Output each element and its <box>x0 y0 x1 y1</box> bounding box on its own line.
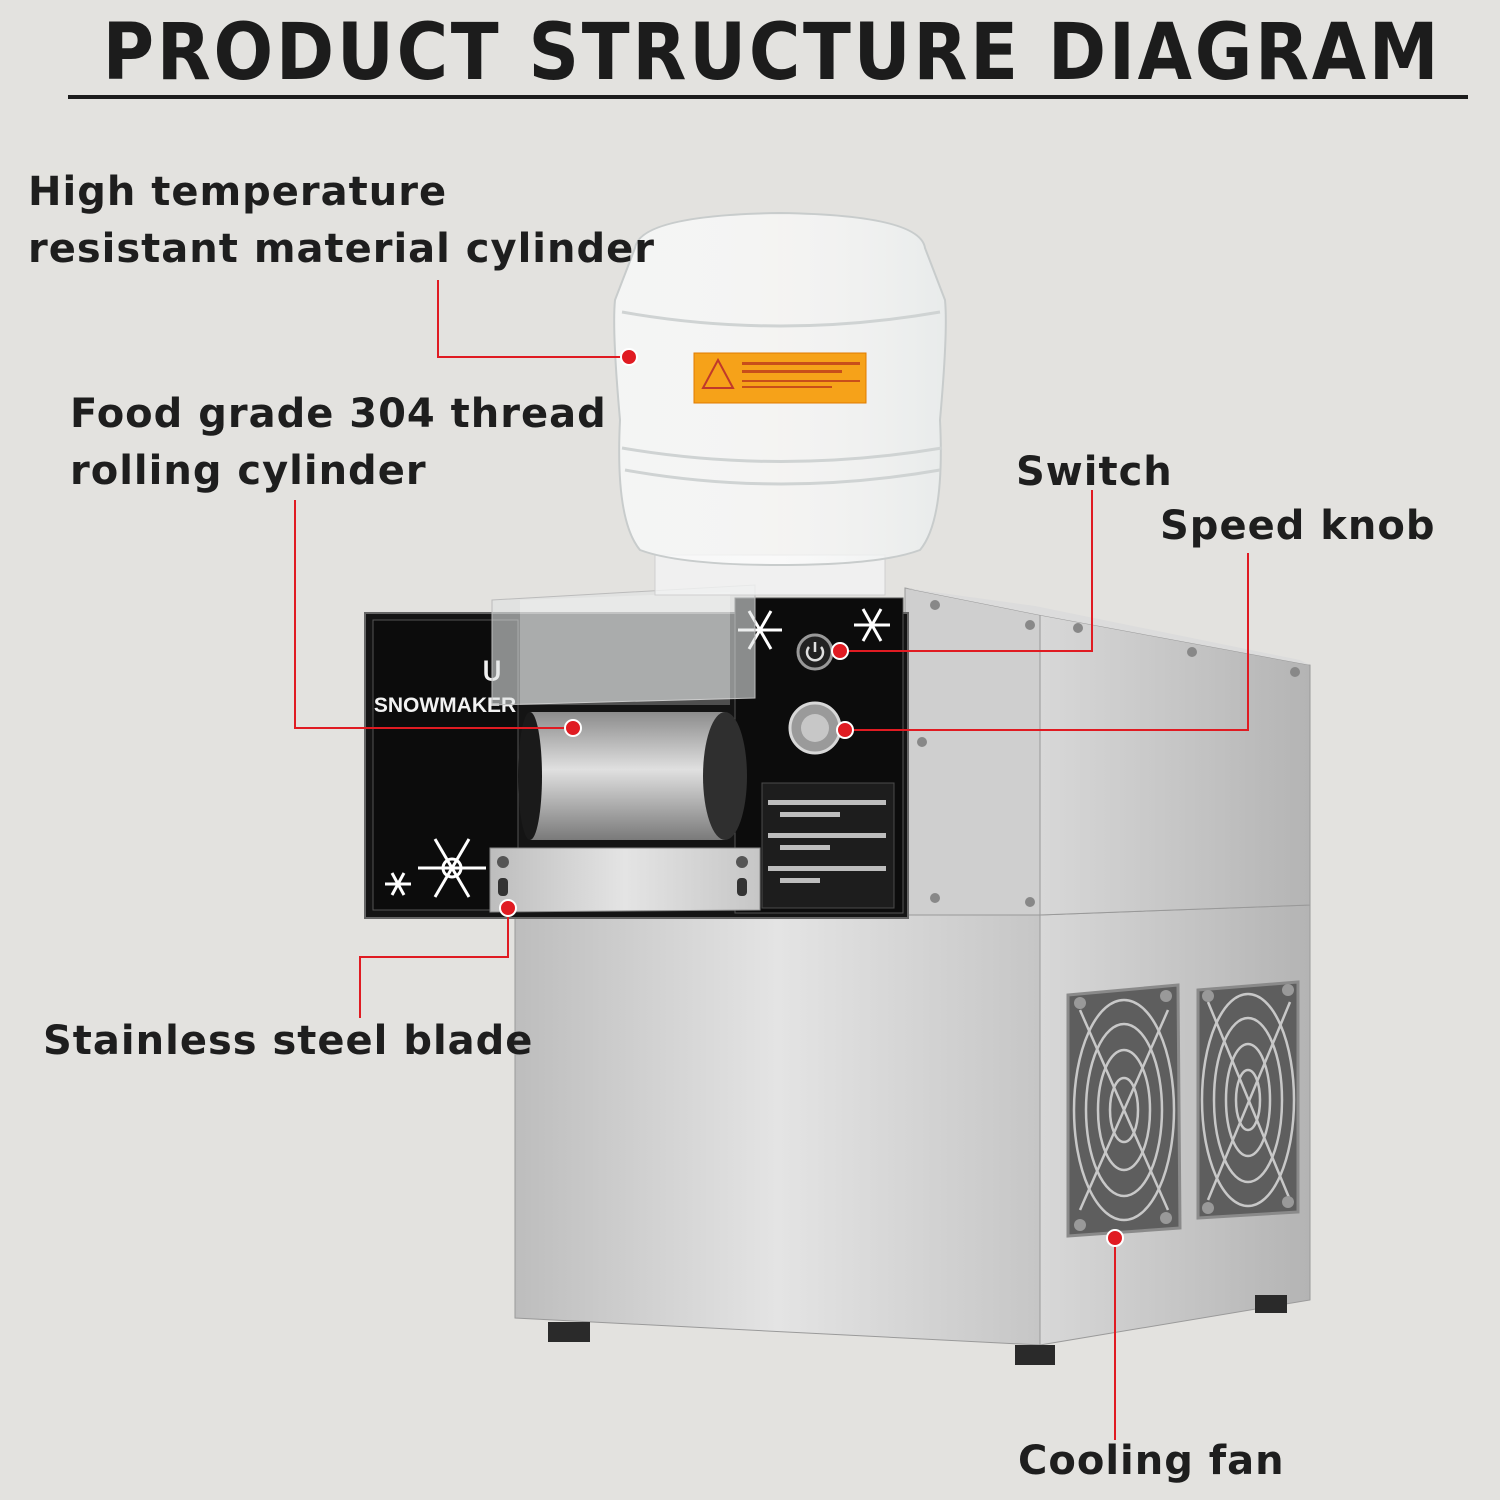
fan-icon <box>1072 998 1176 1222</box>
foot <box>1255 1295 1287 1313</box>
leader-dots <box>499 348 1124 1247</box>
speed-knob[interactable] <box>788 701 842 755</box>
cooling-fan-right <box>1196 980 1300 1220</box>
callout-switch: Switch <box>1016 449 1173 495</box>
clear-hood <box>491 584 756 706</box>
leader-lines <box>294 280 1249 1440</box>
page-title: PRODUCT STRUCTURE DIAGRAM <box>102 8 1442 98</box>
callout-speed-knob: Speed knob <box>1160 503 1436 549</box>
callout-cooling-fan: Cooling fan <box>1018 1438 1285 1484</box>
leader-switch <box>840 490 1093 652</box>
callout-rolling-cylinder: Food grade 304 thread rolling cylinder <box>70 386 607 500</box>
warning-label <box>693 352 867 404</box>
fan-icon <box>1200 992 1296 1208</box>
power-switch[interactable] <box>796 633 834 671</box>
material-cylinder <box>613 211 947 596</box>
brand-logo: SNOWMAKER <box>374 694 516 717</box>
foot <box>1015 1345 1055 1365</box>
cooling-fan-left <box>1066 983 1182 1238</box>
cabinet-body <box>514 904 1311 1365</box>
callout-cylinder-line1: High temperature <box>28 169 448 215</box>
leader-blade <box>359 908 509 1018</box>
rolling-cylinder <box>518 712 747 840</box>
leader-speed-knob <box>845 553 1249 731</box>
blade-tray <box>489 847 761 913</box>
callout-blade: Stainless steel blade <box>43 1018 534 1064</box>
callout-cylinder: High temperature resistant material cyli… <box>28 164 655 278</box>
callout-rolling-line2: rolling cylinder <box>70 448 427 494</box>
power-icon <box>805 642 825 662</box>
title-underline <box>68 95 1468 99</box>
foot <box>548 1322 590 1342</box>
callout-rolling-line1: Food grade 304 thread <box>70 391 607 437</box>
leader-rolling <box>294 500 572 729</box>
leader-cylinder <box>437 280 628 358</box>
upper-housing <box>904 587 1311 916</box>
callout-cylinder-line2: resistant material cylinder <box>28 226 655 272</box>
